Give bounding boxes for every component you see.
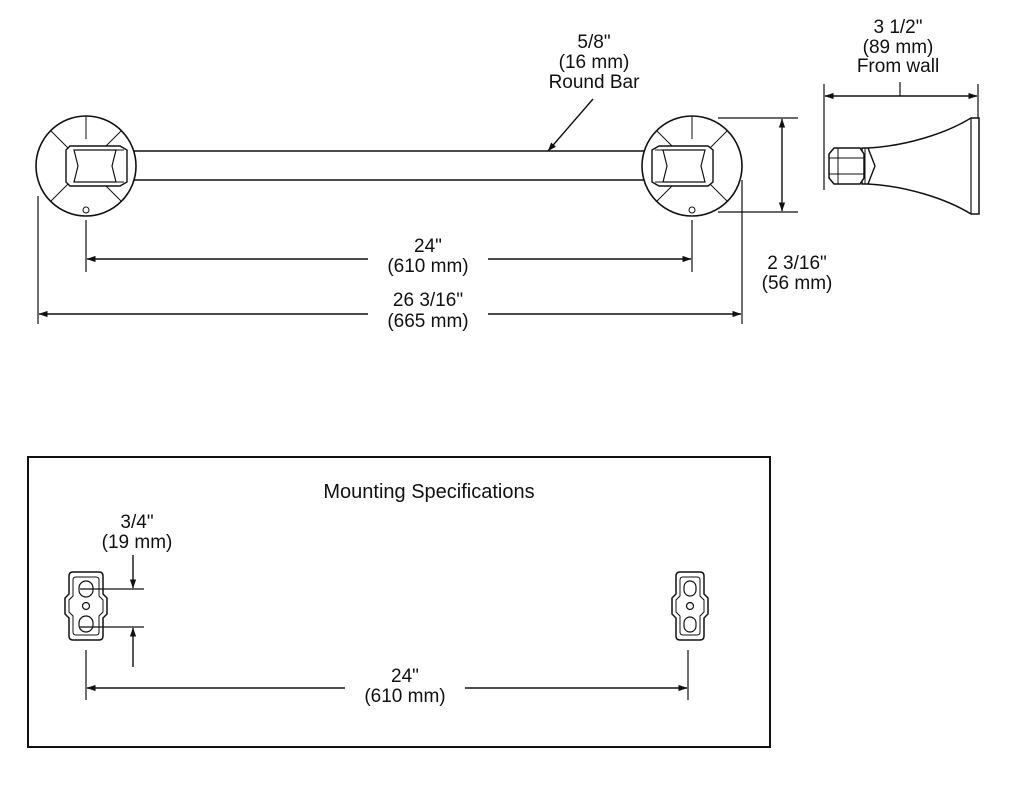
overall-length-dimension: 26 3/16" (665 mm)	[38, 290, 742, 332]
flange-diameter-dimension: 2 3/16" (56 mm)	[762, 118, 833, 294]
overall-length-metric: (665 mm)	[387, 311, 468, 332]
projection-metric: (89 mm)	[863, 37, 934, 58]
projection-value: 3 1/2"	[873, 17, 922, 38]
bar-leader-arrow	[547, 98, 594, 152]
mounting-specifications-panel: Mounting Specifications 3/4" (19 mm)	[27, 456, 771, 748]
flange-diameter-value: 2 3/16"	[767, 253, 827, 274]
mounting-title: Mounting Specifications	[323, 481, 534, 503]
slot-spacing-dimension: 3/4" (19 mm)	[80, 512, 172, 667]
overall-length-value: 26 3/16"	[393, 290, 463, 311]
right-escutcheon	[641, 115, 743, 217]
bar-diameter-value: 5/8"	[577, 32, 610, 53]
right-mounting-bracket	[671, 571, 709, 641]
left-escutcheon	[35, 115, 137, 217]
center-spacing-value: 24"	[414, 236, 442, 257]
flange-diameter-metric: (56 mm)	[762, 273, 833, 294]
slot-spacing-value: 3/4"	[120, 512, 153, 533]
bar-diameter-metric: (16 mm)	[559, 52, 630, 73]
left-mounting-bracket	[64, 571, 108, 641]
bar-diameter-label: Round Bar	[549, 72, 641, 93]
slot-spacing-metric: (19 mm)	[102, 532, 173, 553]
center-spacing-metric: (610 mm)	[387, 256, 468, 277]
bracket-spacing-value: 24"	[391, 666, 419, 687]
side-view: 3 1/2" (89 mm) From wall	[823, 17, 980, 215]
center-spacing-dimension: 24" (610 mm)	[86, 236, 692, 277]
projection-dimension: 3 1/2" (89 mm) From wall	[824, 17, 978, 100]
mounting-frame	[27, 456, 771, 748]
projection-label: From wall	[857, 56, 939, 77]
side-profile	[828, 117, 980, 215]
extension-lines	[37, 117, 798, 324]
round-bar	[128, 150, 655, 181]
front-view: 5/8" (16 mm) Round Bar 24" (610 mm) 26 3…	[35, 32, 833, 332]
bar-diameter-callout: 5/8" (16 mm) Round Bar	[547, 32, 641, 152]
bracket-spacing-metric: (610 mm)	[364, 686, 445, 707]
bracket-spacing-dimension: 24" (610 mm)	[85, 650, 689, 707]
